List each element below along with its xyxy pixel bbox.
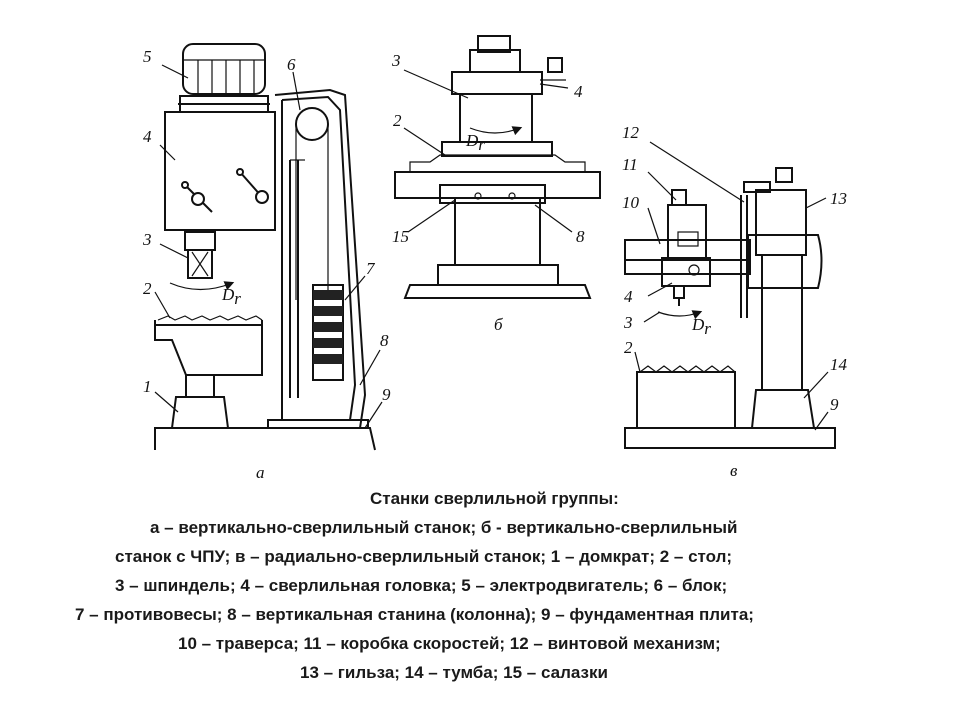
callout-b-3: 3 bbox=[391, 51, 401, 70]
callout-a-9: 9 bbox=[382, 385, 391, 404]
callout-c-14: 14 bbox=[830, 355, 848, 374]
callout-b-15: 15 bbox=[392, 227, 409, 246]
callout-b-8: 8 bbox=[576, 227, 585, 246]
caption-line-4: 7 – противовесы; 8 – вертикальная станин… bbox=[75, 605, 754, 624]
caption-line-6: 13 – гильза; 14 – тумба; 15 – салазки bbox=[300, 663, 608, 682]
caption-line-3: 3 – шпиндель; 4 – сверлильная головка; 5… bbox=[115, 576, 728, 595]
callout-a-7: 7 bbox=[366, 259, 376, 278]
caption-line-2: станок с ЧПУ; в – радиально-сверлильный … bbox=[115, 547, 733, 566]
caption-title: Станки сверлильной группы: bbox=[370, 489, 619, 508]
callout-a-8: 8 bbox=[380, 331, 389, 350]
drilling-machines-figure: 5 4 3 2 1 6 7 8 9 Dr а bbox=[142, 35, 848, 480]
callout-a-1: 1 bbox=[143, 377, 152, 396]
callout-c-11: 11 bbox=[622, 155, 638, 174]
caption-line-5: 10 – траверса; 11 – коробка скоростей; 1… bbox=[178, 634, 721, 653]
callout-c-2: 2 bbox=[624, 338, 633, 357]
sublabel-c: в bbox=[730, 461, 738, 480]
dr-label-a: Dr bbox=[221, 285, 241, 308]
dr-label-c: Dr bbox=[691, 315, 711, 338]
caption-line-1: а – вертикально-сверлильный станок; б - … bbox=[150, 518, 738, 537]
callout-a-6: 6 bbox=[287, 55, 296, 74]
callout-c-12: 12 bbox=[622, 123, 640, 142]
callout-c-9: 9 bbox=[830, 395, 839, 414]
callout-a-4: 4 bbox=[143, 127, 152, 146]
machine-c-drawing: 12 11 10 13 4 3 2 14 9 Dr в bbox=[622, 123, 848, 480]
sublabel-b: б bbox=[494, 315, 503, 334]
callout-c-13: 13 bbox=[830, 189, 847, 208]
callout-b-2: 2 bbox=[393, 111, 402, 130]
callout-a-2: 2 bbox=[143, 279, 152, 298]
callout-b-4: 4 bbox=[574, 82, 583, 101]
dr-label-b: Dr bbox=[465, 131, 485, 154]
callout-a-5: 5 bbox=[143, 47, 152, 66]
machine-a-drawing: 5 4 3 2 1 6 7 8 9 Dr а bbox=[142, 43, 391, 480]
callout-c-4: 4 bbox=[624, 287, 633, 306]
machine-b-drawing: 3 4 2 15 8 Dr б bbox=[391, 35, 601, 334]
callout-c-3: 3 bbox=[623, 313, 633, 332]
callout-c-10: 10 bbox=[622, 193, 640, 212]
sublabel-a: а bbox=[256, 463, 265, 480]
callout-a-3: 3 bbox=[142, 230, 152, 249]
